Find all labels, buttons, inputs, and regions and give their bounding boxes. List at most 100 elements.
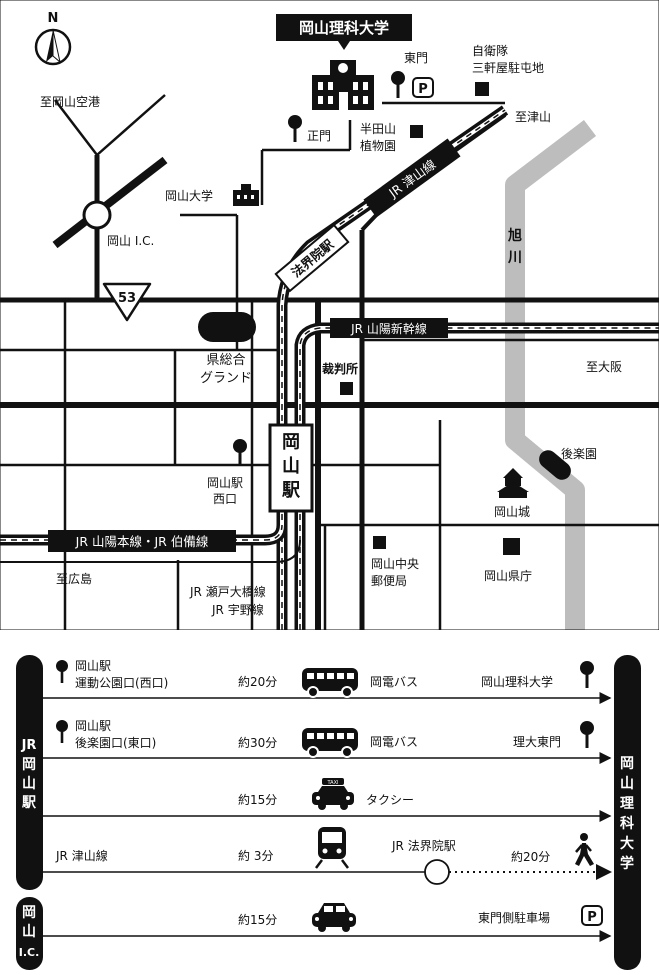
svg-text:大: 大: [620, 835, 634, 852]
svg-text:郵便局: 郵便局: [371, 574, 407, 588]
svg-text:P: P: [587, 910, 597, 925]
okayama-univ-building-icon: [233, 184, 259, 206]
sdf-camp-label: 自衛隊: [472, 43, 508, 58]
svg-text:N: N: [48, 11, 59, 26]
svg-text:山: 山: [620, 776, 634, 792]
svg-text:三軒屋駐屯地: 三軒屋駐屯地: [472, 60, 544, 75]
jr-okayama-station-pillar: JR 岡 山 駅: [16, 655, 43, 890]
korakuen-marker: [539, 450, 571, 480]
post-office-label: 岡山中央: [371, 556, 419, 571]
svg-text:岡: 岡: [620, 756, 634, 772]
bus-stop-icon: [580, 721, 594, 748]
okayama-univ-label: 岡山大学: [165, 188, 213, 203]
svg-text:岡: 岡: [282, 432, 300, 453]
svg-text:学: 学: [620, 855, 634, 872]
bus-stop-icon: [56, 660, 68, 683]
seto-uno-label: JR 瀬戸大橋線: [189, 584, 266, 599]
svg-text:岡電バス: 岡電バス: [370, 735, 418, 749]
svg-text:岡山理科大学: 岡山理科大学: [481, 674, 553, 689]
castle-icon: [497, 468, 529, 498]
svg-text:約20分: 約20分: [238, 674, 277, 689]
to-tsuyama-label: 至津山: [515, 110, 551, 124]
north-arrow-icon: N: [34, 11, 72, 66]
svg-text:P: P: [418, 82, 428, 97]
korakuen-label: 後楽園: [561, 447, 597, 461]
svg-text:岡: 岡: [22, 905, 36, 921]
svg-text:JR 宇野線: JR 宇野線: [211, 602, 264, 617]
east-gate-bus-stop-icon: [391, 71, 405, 98]
svg-text:53: 53: [118, 291, 136, 306]
handayama-label: 半田山: [360, 122, 396, 136]
bus-icon: [302, 668, 358, 698]
sports-ground-label: 県総合: [206, 353, 245, 368]
svg-text:東門側駐車場: 東門側駐車場: [478, 910, 550, 925]
taxi-icon: TAXI: [312, 778, 354, 810]
svg-text:約15分: 約15分: [238, 912, 277, 927]
handayama-marker: [410, 125, 423, 138]
okayama-ic-pillar: 岡 山 I.C.: [16, 897, 43, 970]
post-office-marker: [373, 536, 386, 549]
svg-text:約30分: 約30分: [238, 735, 277, 750]
svg-text:岡山駅: 岡山駅: [75, 719, 111, 733]
bus-stop-icon: [56, 720, 68, 743]
svg-text:グランド: グランド: [200, 371, 252, 386]
route-row-2: 岡山駅 後楽園口(東口) 約30分 岡電バス 理大東門: [56, 719, 594, 758]
svg-text:岡山駅: 岡山駅: [75, 659, 111, 673]
train-icon: [315, 827, 349, 869]
area-map: JR 山陽新幹線 JR 山陽本線・JR 伯備線 JR 津山線 法界院駅 岡 山 …: [0, 0, 659, 630]
east-gate-label: 東門: [404, 51, 428, 65]
route-row-5: 約15分 東門側駐車場 P: [238, 903, 603, 932]
svg-text:JR 山陽本線・JR 伯備線: JR 山陽本線・JR 伯備線: [75, 534, 209, 549]
svg-text:科: 科: [620, 815, 634, 832]
asahi-river: [505, 120, 597, 630]
svg-text:山: 山: [22, 924, 36, 940]
access-route-diagram: JR 岡 山 駅 岡 山 I.C. 岡 山 理 科 大 学 岡山駅 運動公園口(…: [16, 655, 641, 970]
asahi-river-label: 旭: [507, 227, 522, 244]
courthouse-label: 裁判所: [322, 361, 358, 376]
sdf-camp-marker: [475, 82, 489, 96]
svg-text:理大東門: 理大東門: [513, 735, 561, 749]
svg-text:TAXI: TAXI: [327, 780, 339, 786]
route-53-shield-icon: 53: [102, 282, 152, 322]
shinkansen-label: JR 山陽新幹線: [330, 318, 448, 338]
route-row-3: 約15分 TAXI タクシー: [238, 778, 414, 810]
okayama-ic-junction: [82, 200, 112, 230]
svg-text:植物園: 植物園: [360, 138, 396, 153]
svg-text:タクシー: タクシー: [366, 793, 414, 807]
svg-text:JR 山陽新幹線: JR 山陽新幹線: [350, 321, 427, 336]
svg-text:JR: JR: [21, 738, 37, 753]
university-destination-pillar: 岡 山 理 科 大 学: [614, 655, 641, 970]
west-exit-label: 岡山駅: [207, 476, 243, 490]
prefectural-office-marker: [503, 538, 520, 555]
route-row-1: 岡山駅 運動公園口(西口) 約20分 岡電バス 岡山理科大学: [56, 659, 594, 698]
svg-text:岡: 岡: [22, 757, 36, 773]
okayama-station-box: 岡 山 駅: [268, 423, 314, 513]
svg-text:約 3分: 約 3分: [238, 848, 273, 863]
main-gate-bus-stop-icon: [288, 115, 302, 142]
to-hiroshima-label: 至広島: [56, 571, 92, 586]
svg-text:JR 法界院駅: JR 法界院駅: [391, 839, 456, 853]
svg-text:川: 川: [507, 250, 522, 266]
sanyo-hakubi-label: JR 山陽本線・JR 伯備線: [48, 530, 236, 552]
prefectural-office-label: 岡山県庁: [484, 569, 532, 583]
svg-text:後楽園口(東口): 後楽園口(東口): [75, 736, 156, 750]
svg-text:JR 津山線: JR 津山線: [55, 848, 108, 863]
svg-text:理: 理: [620, 796, 634, 812]
svg-text:山: 山: [22, 776, 36, 792]
courthouse-marker: [340, 382, 353, 395]
walking-person-icon: [575, 833, 594, 866]
bus-stop-icon: [580, 661, 594, 688]
svg-text:山: 山: [282, 456, 300, 477]
svg-text:約20分: 約20分: [511, 849, 550, 864]
parking-icon: P: [412, 77, 434, 98]
svg-text:約15分: 約15分: [238, 792, 277, 807]
car-icon: [312, 903, 356, 932]
svg-text:岡電バス: 岡電バス: [370, 675, 418, 689]
parking-icon: P: [581, 905, 603, 926]
university-callout: 岡山理科大学: [276, 14, 412, 50]
svg-text:I.C.: I.C.: [19, 946, 40, 959]
university-building-icon: [312, 60, 374, 110]
to-airport-label: 至岡山空港: [40, 95, 100, 109]
route-row-4: JR 津山線 約 3分 JR 法界院駅 約20分: [55, 827, 594, 869]
jr-sanyo-hakubi-line: [0, 524, 301, 563]
